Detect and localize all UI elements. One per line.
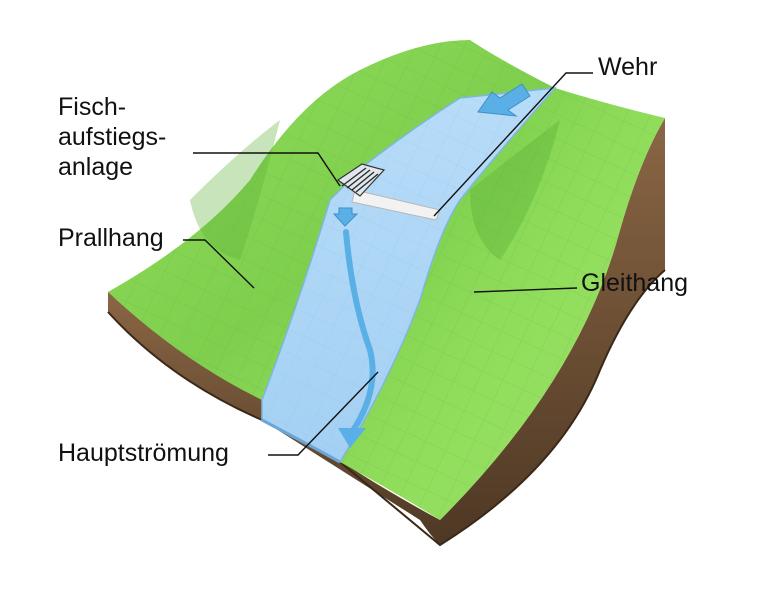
leader-line-wehr [433,72,593,217]
main-current-arrow [343,229,376,435]
leader-line-gleithang [473,287,578,293]
soil-right-side [440,118,665,545]
leader-line-prallhang [183,239,255,289]
label-fischaufstiegsanlage-line-3: anlage [58,153,134,181]
label-hauptstroemung: Hauptströmung [58,439,229,467]
inflow-arrow-icon [477,83,531,117]
label-fischaufstiegsanlage-line-1: Fisch- [58,93,127,121]
fish-ladder [336,163,386,197]
leader-line-hauptstroemung [268,371,379,456]
label-fischaufstiegsanlage-line-2: aufstiegs- [58,123,167,151]
label-fischaufstiegsanlage: Fisch- aufstiegs- anlage [58,92,166,182]
label-wehr: Wehr [598,53,658,81]
soil-bottom-edge [107,269,666,547]
label-gleithang: Gleithang [581,269,689,297]
leader-line-fischaufstieg [193,152,341,187]
weir [351,189,441,221]
label-prallhang: Prallhang [58,224,164,252]
fish-ladder-outflow-arrow-icon [332,207,359,227]
main-current-arrowhead-icon [338,428,366,448]
